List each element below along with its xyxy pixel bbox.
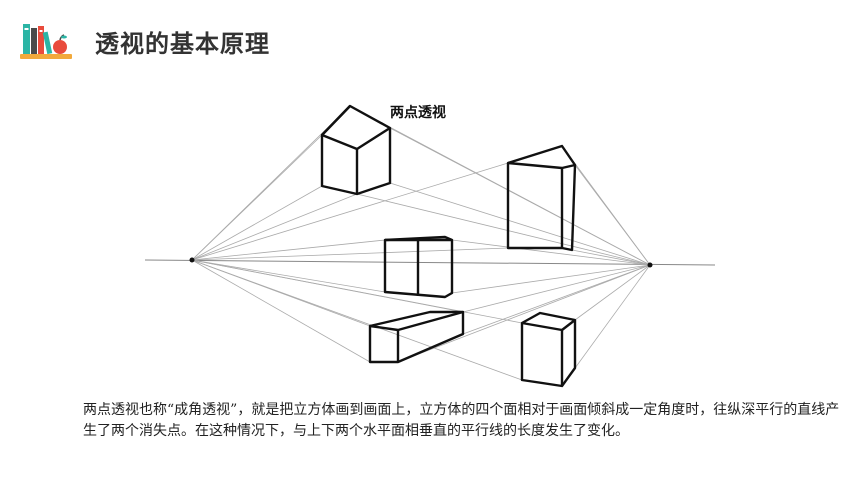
horizon-line [144, 259, 716, 266]
page-title: 透视的基本原理 [95, 30, 270, 58]
construction-lines-left [191, 105, 523, 381]
box-flat-bottom-left [368, 310, 465, 364]
construction-lines-right [349, 105, 651, 387]
figure-label: 两点透视 [390, 105, 446, 121]
box-tall-right [506, 144, 577, 252]
description-paragraph: 两点透视也称“成角透视”，就是把立方体画到画面上，立方体的四个面相对于画面倾斜成… [83, 402, 840, 439]
box-bottom-right [520, 311, 577, 388]
slide-header: 透视的基本原理 [0, 0, 860, 70]
vanishing-point-left [189, 257, 195, 263]
vanishing-point-right [647, 262, 653, 268]
box-top-left [320, 104, 392, 196]
two-point-perspective-figure [144, 104, 716, 388]
box-center [383, 235, 454, 299]
books-and-apple-icon [20, 24, 72, 59]
